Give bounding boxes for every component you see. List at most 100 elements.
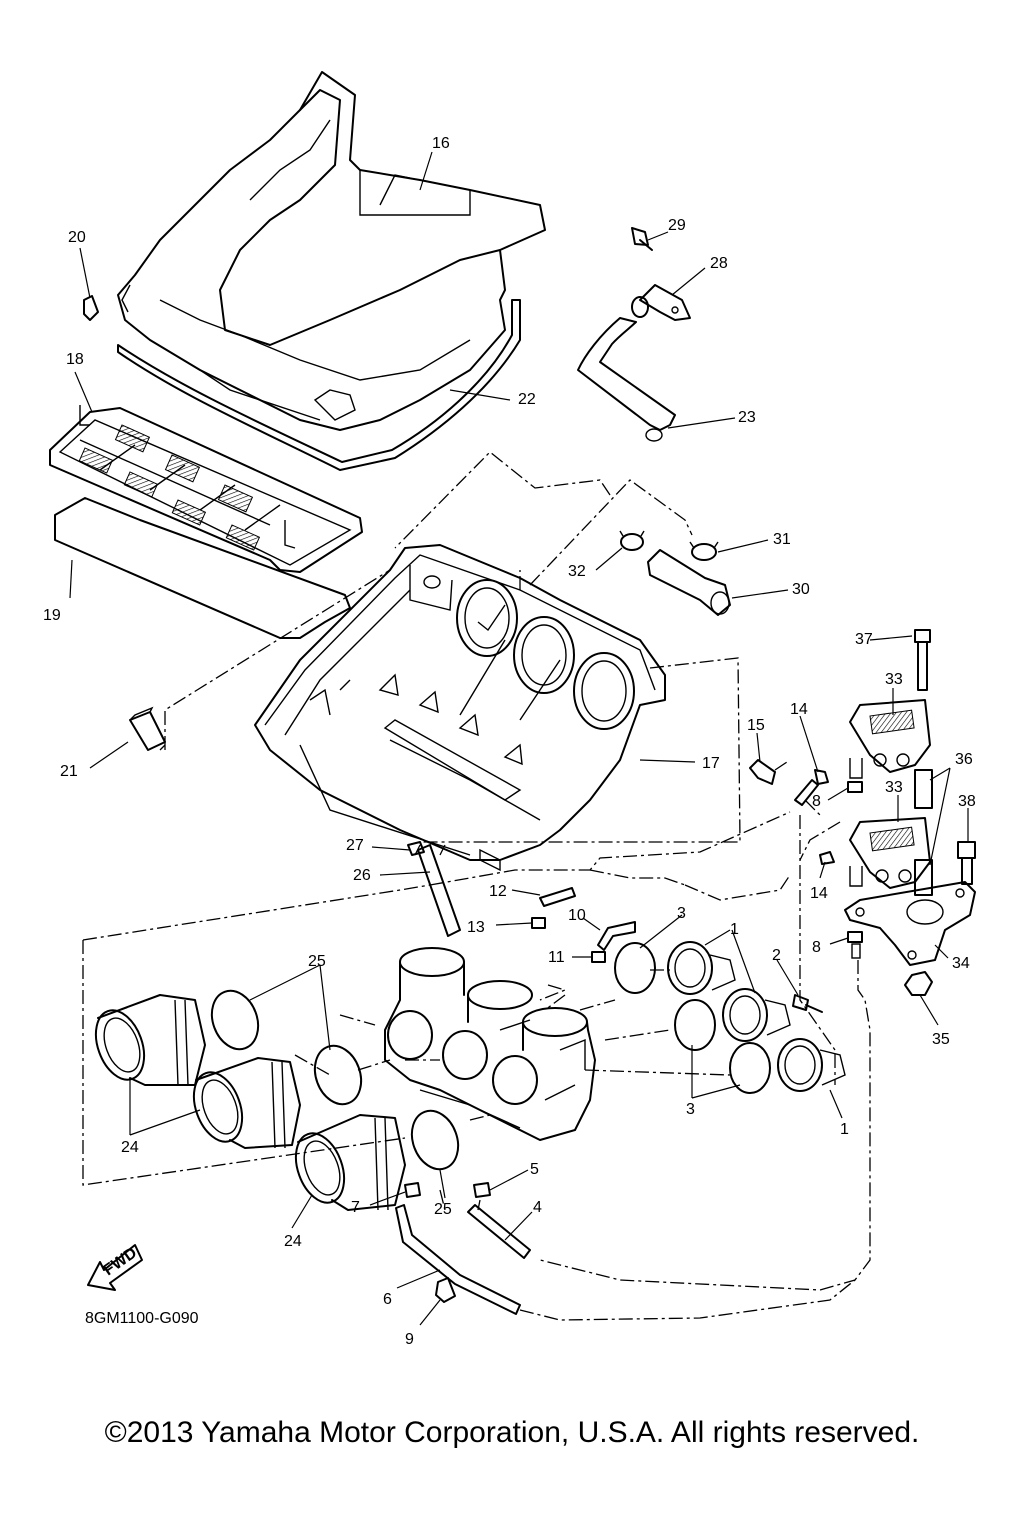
screw-29 [631,227,653,251]
clamp-3-b [674,999,716,1051]
callout-12: 12 [489,883,507,900]
callout-30: 30 [792,581,810,598]
funnel-24-bottom [294,1114,406,1211]
nut-35 [904,971,933,996]
callout-32: 32 [568,563,586,580]
callout-6: 6 [383,1291,392,1308]
clamp-3-c [729,1042,771,1094]
hose-6 [395,1204,521,1315]
callout-25b: 25 [434,1201,452,1218]
callout-36: 36 [955,751,973,768]
callout-35: 35 [932,1031,950,1048]
air-box-seal [117,299,521,471]
reed-valve-33-lower [849,817,931,889]
joint-1-c [777,1038,846,1092]
callout-1b: 1 [840,1121,849,1138]
clamp-8-lower [847,931,863,943]
callout-1a: 1 [730,921,739,938]
callout-20: 20 [68,229,86,246]
clamp-3-a [614,942,656,994]
hose-14-upper [794,779,819,806]
callout-37: 37 [855,631,873,648]
clamp-14-lower [819,851,835,865]
filter-sponge [54,497,351,639]
callout-29: 29 [668,217,686,234]
callout-33b: 33 [885,779,903,796]
clamp-25-bottom [410,1109,460,1171]
callout-17: 17 [702,755,720,772]
clamp-11 [591,951,606,963]
joint-1-b [722,988,791,1042]
callout-10: 10 [568,907,586,924]
callout-14b: 14 [810,885,828,902]
clip-15 [749,759,776,785]
callout-21: 21 [60,763,78,780]
callout-24b: 24 [284,1233,302,1250]
callout-24a: 24 [121,1139,139,1156]
screw-2 [792,994,823,1013]
drawing-code: 8GM1100-G090 [85,1310,199,1327]
copyright-notice: ©2013 Yamaha Motor Corporation, U.S.A. A… [104,1416,920,1449]
callout-33a: 33 [885,671,903,688]
callout-28: 28 [710,255,728,272]
callout-22: 22 [518,391,536,408]
fwd-arrow-icon: FWD [87,1244,143,1291]
callout-18: 18 [66,351,84,368]
callout-7: 7 [351,1199,360,1216]
reed-valve-33-upper [849,699,931,779]
throttle-body-assembly [384,947,596,1141]
clamp-14-upper [814,769,829,785]
damper-block-21 [129,706,166,751]
callout-4: 4 [533,1199,542,1216]
joint-1-a [667,941,736,995]
callout-13: 13 [467,919,485,936]
hose-10 [597,921,636,951]
air-box-cover [117,71,546,431]
callout-9: 9 [405,1331,414,1348]
callout-38: 38 [958,793,976,810]
phantom-lines [82,451,871,1321]
leader-lines [69,151,969,1326]
hose-8-lower [851,943,861,959]
clamp-8-upper [847,781,863,793]
callout-3b: 3 [686,1101,695,1118]
clamp-5 [473,1182,491,1198]
clamp-25-middle [313,1044,363,1106]
collar-36-upper [914,769,933,809]
air-filter-element [49,405,363,573]
callout-labels: 16 20 29 28 18 22 23 31 32 30 19 37 33 1… [43,135,976,1348]
callout-5: 5 [530,1161,539,1178]
callout-14a: 14 [790,701,808,718]
hose-30 [647,549,731,616]
callout-2: 2 [772,947,781,964]
callout-34: 34 [952,955,970,972]
clamp-25-top [210,989,260,1051]
hose-30-end [710,591,730,615]
hose-26 [417,844,461,937]
bolt-37 [914,629,931,691]
clamp-7 [404,1182,421,1198]
callout-26: 26 [353,867,371,884]
callout-16: 16 [432,135,450,152]
callout-25a: 25 [308,953,326,970]
hose-23-end [645,428,663,442]
callout-19: 19 [43,607,61,624]
clamp-13 [531,917,546,929]
clip-20 [83,295,99,321]
callout-3a: 3 [677,905,686,922]
callout-27: 27 [346,837,364,854]
collar-36-lower [914,859,933,896]
hose-23 [577,317,676,431]
fwd-label: FWD [101,1244,141,1279]
bracket-34 [844,881,976,966]
hose-4 [467,1204,531,1259]
callout-8a: 8 [812,793,821,810]
clamp-27 [407,841,425,856]
bolt-38 [957,841,976,885]
callout-23: 23 [738,409,756,426]
callout-15: 15 [747,717,765,734]
funnel-24-top [94,994,206,1086]
funnel-24-middle [192,1057,301,1149]
clamp-32 [619,530,645,551]
